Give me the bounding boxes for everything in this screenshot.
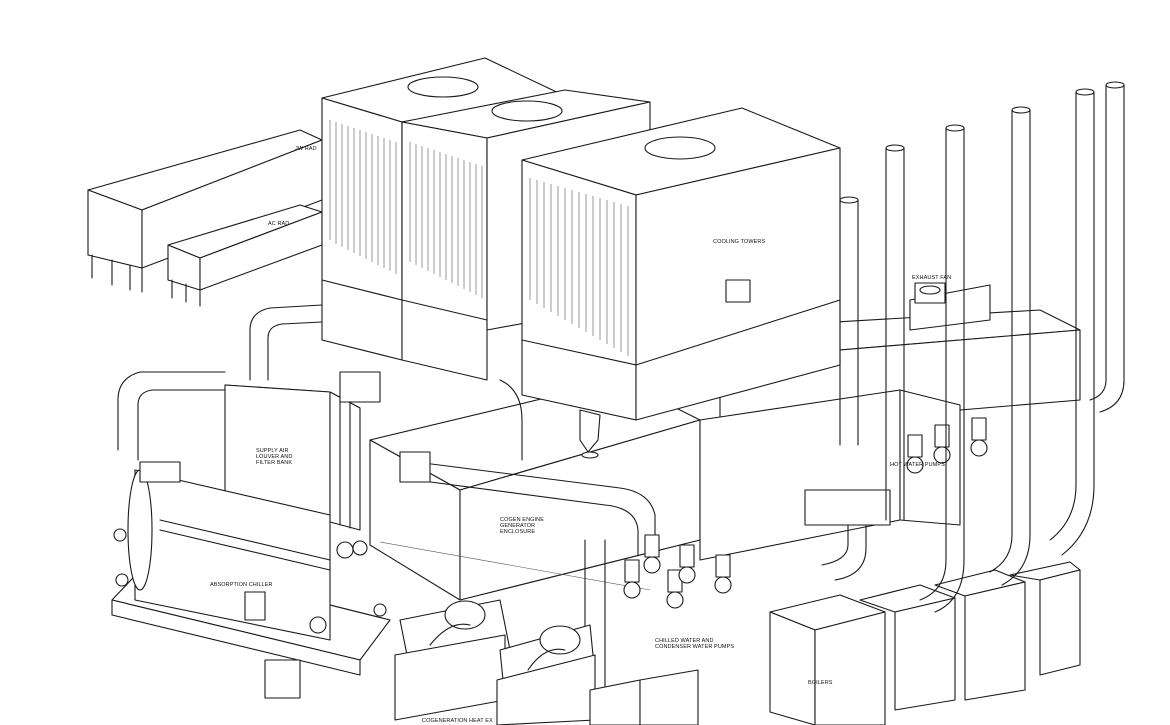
cogen-heat-exchangers — [394, 599, 596, 725]
boilers — [769, 489, 1081, 725]
jw-radiator — [87, 129, 323, 293]
supply-air-louver — [224, 384, 361, 531]
electrical-panels — [589, 669, 699, 725]
absorption-chiller — [111, 461, 391, 699]
water-pumps — [623, 534, 732, 609]
supply-air-ducts — [117, 304, 656, 721]
ac-radiator — [167, 204, 323, 307]
boiler-stacks — [821, 81, 1125, 613]
cooling-tower-3 — [521, 107, 841, 459]
